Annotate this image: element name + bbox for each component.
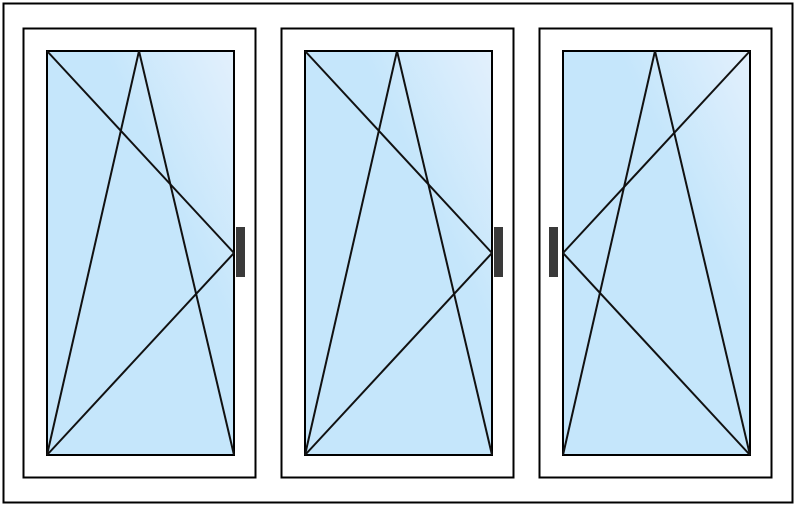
- glass-pane: [46, 50, 235, 456]
- tilt-line-right: [396, 50, 493, 456]
- turn-line-bottom: [562, 252, 751, 456]
- tilt-line-left: [46, 50, 140, 456]
- window-handle-icon[interactable]: [236, 227, 245, 277]
- opening-indicator: [304, 50, 493, 456]
- tilt-line-left: [304, 50, 398, 456]
- turn-line-top: [304, 50, 493, 254]
- window-handle-icon[interactable]: [549, 227, 558, 277]
- turn-line-bottom: [46, 252, 235, 456]
- opening-indicator: [46, 50, 235, 456]
- window-handle-icon[interactable]: [494, 227, 503, 277]
- turn-line-top: [46, 50, 235, 254]
- tilt-line-left: [562, 50, 656, 456]
- tilt-line-right: [138, 50, 235, 456]
- glass-pane: [304, 50, 493, 456]
- sash-right: [538, 27, 773, 479]
- turn-line-bottom: [304, 252, 493, 456]
- sash-middle: [280, 27, 515, 479]
- tilt-line-right: [654, 50, 751, 456]
- turn-line-top: [562, 50, 751, 254]
- sash-left: [22, 27, 257, 479]
- glass-pane: [562, 50, 751, 456]
- opening-indicator: [562, 50, 751, 456]
